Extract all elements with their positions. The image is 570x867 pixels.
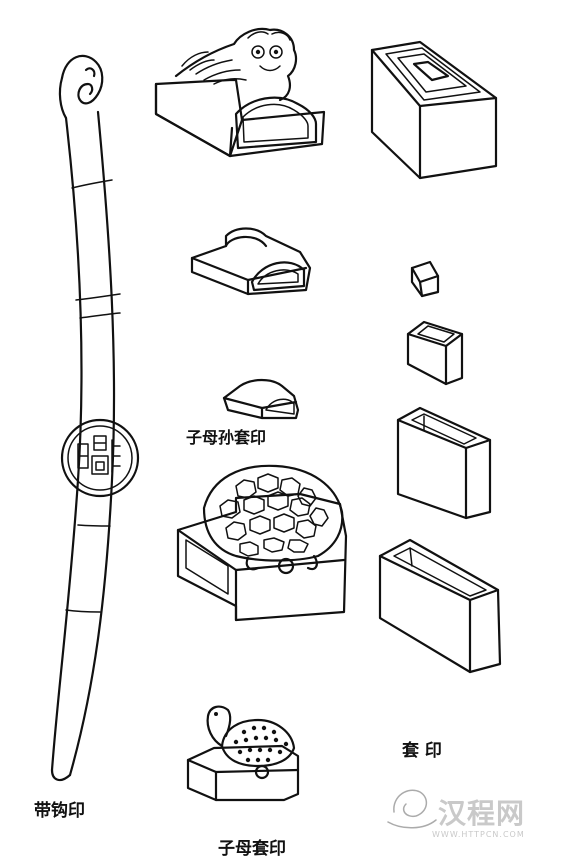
caption-mother-child-grandchild-seal: 子母孙套印	[186, 428, 267, 447]
arch-seal-small	[222, 378, 300, 420]
seal-inscription-glyph	[77, 435, 121, 475]
nested-box-seal-xs	[410, 260, 440, 298]
nested-box-seal-xl	[370, 40, 498, 180]
small-turtle-shell-dots	[233, 725, 289, 763]
watermark-logo-icon	[387, 789, 437, 829]
nested-box-seal-m	[396, 406, 492, 520]
arch-seal-medium	[190, 227, 312, 296]
nested-box-seal-s	[406, 320, 464, 386]
watermark-url: WWW.HTTPCN.COM	[432, 830, 525, 839]
nested-box-seal-l	[378, 538, 502, 674]
caption-mother-child-seal: 子母套印	[218, 839, 286, 859]
caption-belt-hook-seal: 带钩印	[34, 801, 85, 821]
turtle-knob-seal-large	[176, 464, 348, 622]
watermark-brand: 汉程网	[438, 797, 526, 830]
turtle-knob-seal-small	[186, 705, 300, 802]
caption-nested-seal: 套 印	[402, 741, 442, 761]
beast-knob-seal-large	[154, 27, 326, 158]
belt-hook-seal	[50, 54, 140, 782]
turtle-shell-pattern	[219, 473, 329, 557]
